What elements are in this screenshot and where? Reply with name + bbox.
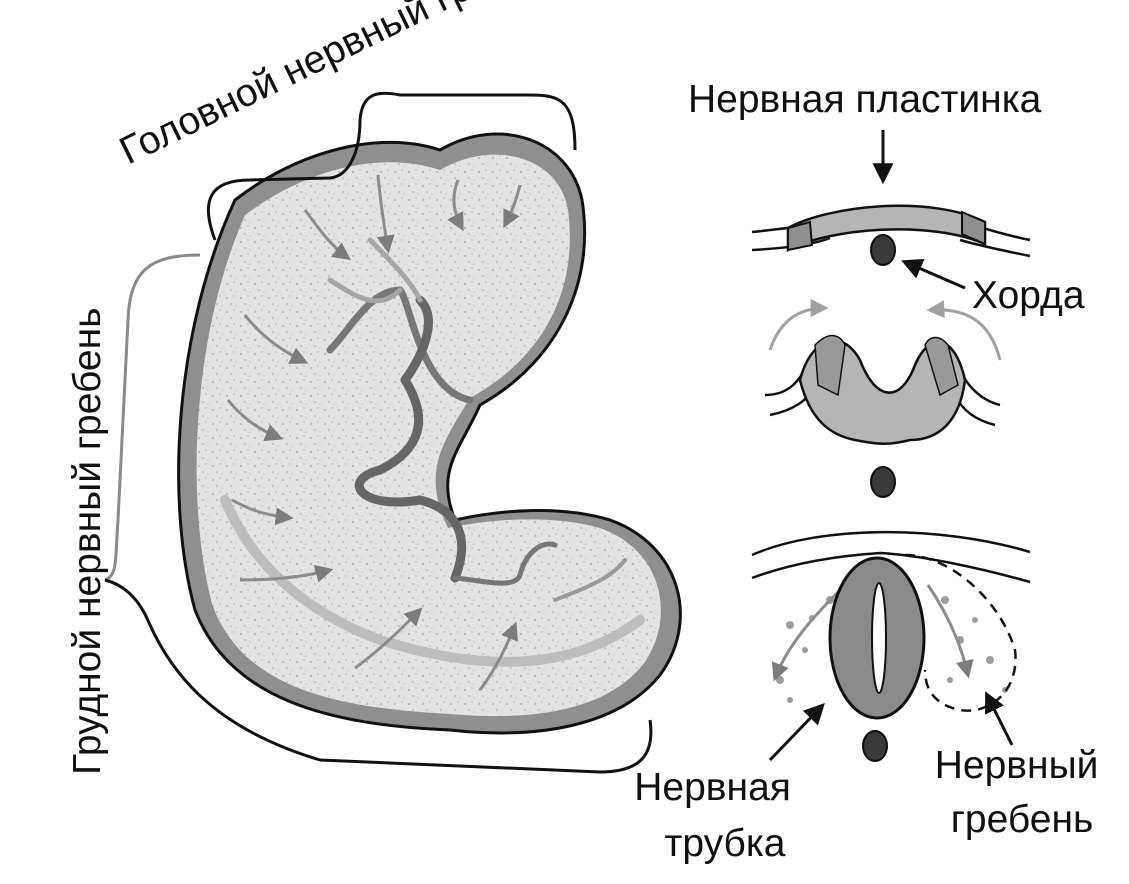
trunk-crest-label: Грудной нервный гребень <box>66 308 109 775</box>
embryo <box>177 132 682 735</box>
notochord-3 <box>862 730 888 762</box>
stage-neural-groove <box>764 299 1002 498</box>
neural-crest-arrow <box>985 691 1014 746</box>
notochord-label: Хорда <box>972 274 1085 317</box>
notochord-2 <box>870 466 896 498</box>
neural-tube-arrow <box>768 702 825 762</box>
trunk-crest-bracket <box>104 253 201 582</box>
neural-plate-label: Нервная пластинка <box>688 78 1042 121</box>
stage-neural-tube: Нервная трубка Нервный гребень <box>634 530 1109 865</box>
neural-crest-label: Нервный гребень <box>935 744 1109 841</box>
trunk-crest-bracket-lower <box>104 578 653 774</box>
notochord-arrow <box>901 259 966 290</box>
neural-tube-label: Нервная трубка <box>634 766 801 865</box>
neural-tube-lumen <box>871 582 887 694</box>
cranial-crest-bracket <box>206 91 577 241</box>
migration-arrows <box>226 174 522 691</box>
neural-crest-outline <box>904 553 1017 712</box>
stage-neural-plate: Нервная пластинка Хорда <box>688 78 1085 317</box>
notochord-1 <box>870 234 896 266</box>
